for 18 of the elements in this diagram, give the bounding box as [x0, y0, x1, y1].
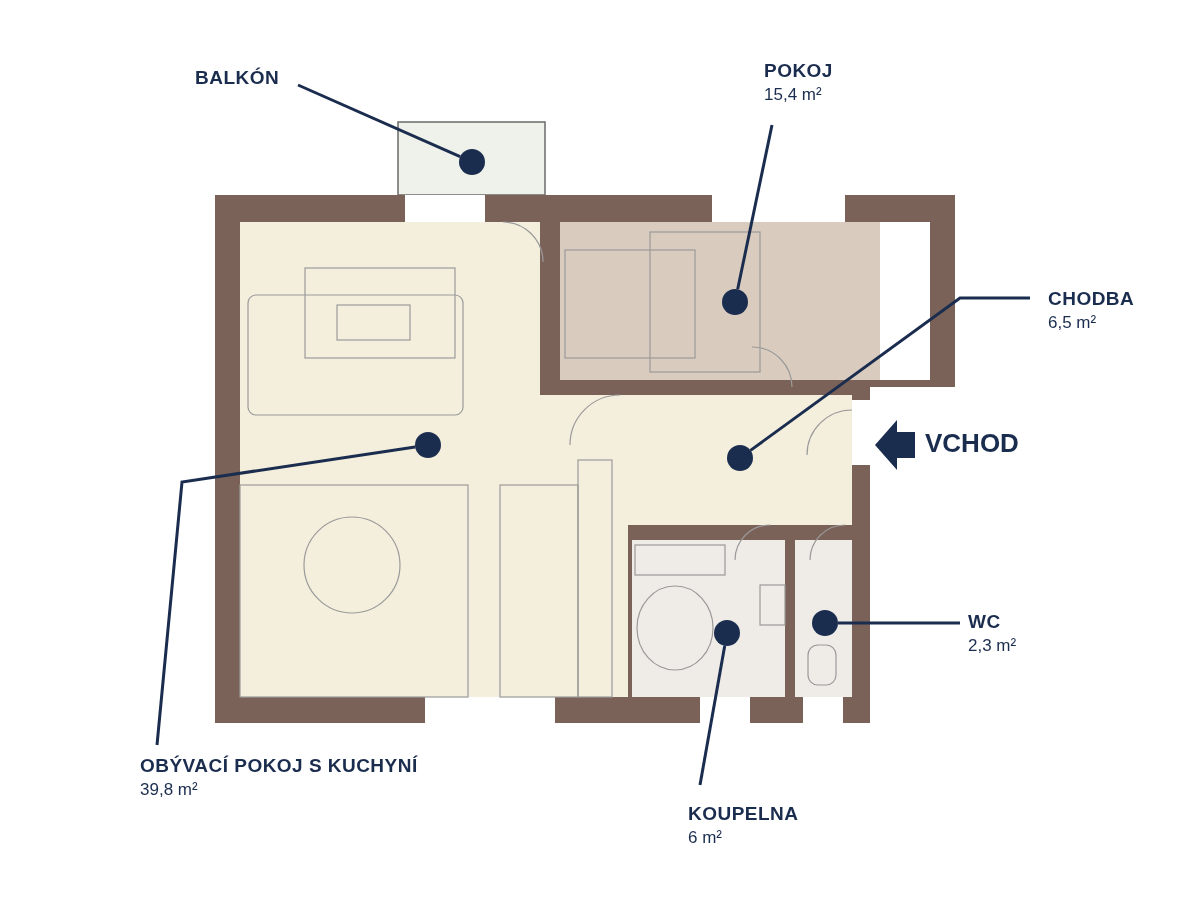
leader-line — [155, 445, 416, 746]
leader-line — [698, 645, 727, 786]
leader-line — [297, 83, 461, 159]
room-area: 15,4 m² — [764, 86, 833, 103]
leader-line — [838, 621, 960, 625]
leader-line — [749, 296, 1030, 452]
room-name: BALKÓN — [195, 68, 280, 87]
leader-line — [736, 124, 774, 290]
room-name: WC — [968, 612, 1002, 631]
room-area: 39,8 m² — [140, 781, 418, 798]
room-area: 2,3 m² — [968, 637, 1017, 654]
room-name: KOUPELNA — [688, 804, 799, 823]
room-name: OBÝVACÍ POKOJ S KUCHYNÍ — [140, 756, 418, 775]
room-name: CHODBA — [1048, 289, 1135, 308]
room-area: 6,5 m² — [1048, 314, 1135, 331]
room-area: 6 m² — [688, 829, 799, 846]
entrance-label: VCHOD — [925, 430, 1019, 456]
room-name: POKOJ — [764, 61, 833, 80]
